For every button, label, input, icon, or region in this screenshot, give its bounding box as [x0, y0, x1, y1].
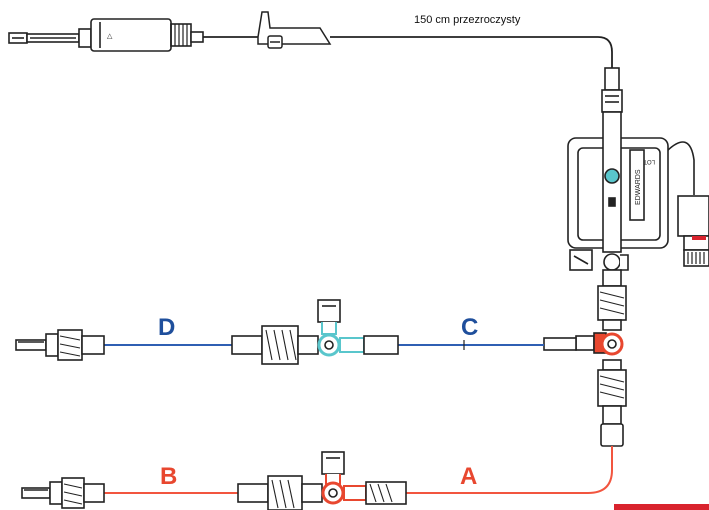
tube-note: 150 cm przezroczysty: [414, 14, 521, 26]
flush-valve-icon: [604, 168, 620, 184]
label-b: B: [160, 463, 177, 490]
stopcock-icon: [231, 299, 399, 365]
cable-plug-icon: [677, 195, 709, 267]
svg-text:LOT: LOT: [643, 158, 655, 164]
main-stopcock-column: [597, 269, 627, 447]
luer-connector-icon: [15, 329, 105, 361]
cable-accent: [692, 236, 706, 240]
roller-clamp-icon: [257, 11, 332, 49]
line-a: [406, 446, 613, 494]
svg-text:△: △: [107, 33, 113, 40]
label-c: C: [461, 314, 478, 341]
label-a: A: [460, 463, 477, 490]
label-d: D: [158, 314, 175, 341]
tubing-black: [330, 36, 613, 68]
spike-chamber-icon: △: [8, 18, 204, 52]
brand-accent-bar: [614, 504, 709, 510]
stopcock-icon: [237, 451, 407, 510]
transducer-icon: EDWARDS LOT: [567, 67, 695, 271]
svg-text:EDWARDS: EDWARDS: [635, 169, 642, 205]
luer-connector-icon: [543, 337, 577, 351]
luer-connector-icon: [21, 477, 105, 509]
stopcock-icon: [575, 332, 624, 356]
